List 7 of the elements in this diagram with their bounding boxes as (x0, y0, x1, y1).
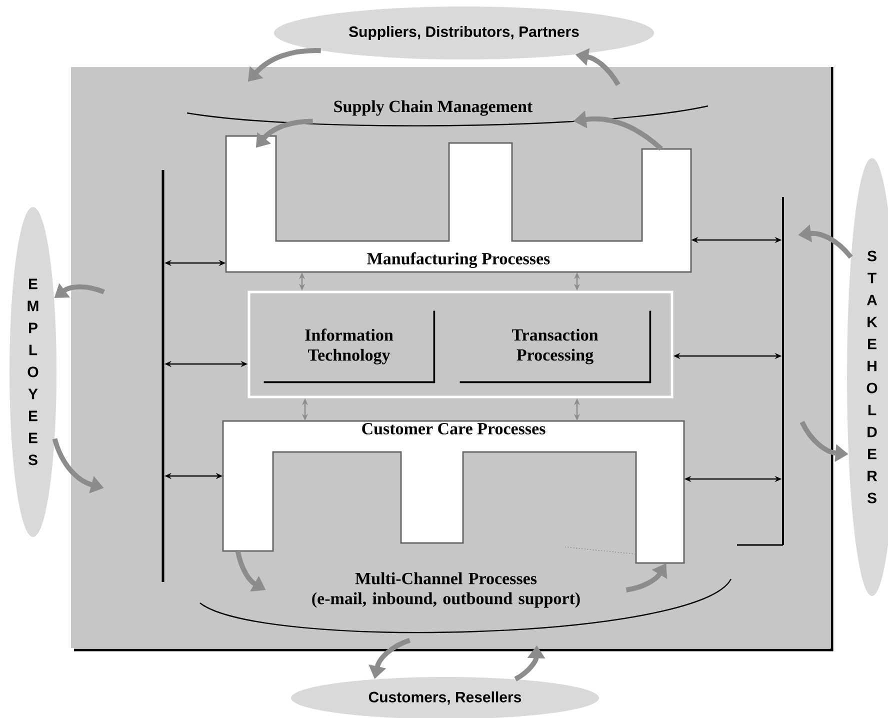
process-block: Manufacturing Processes (225, 135, 692, 273)
bracketed-box: Transaction Processing (460, 310, 652, 384)
bracket-line (737, 197, 784, 546)
process-block: Customer Care Processes (222, 420, 685, 564)
frame-box (248, 290, 674, 398)
curved-line-label: Multi-Channel Processes (e-mail, inbound, outbound support) (200, 565, 732, 634)
bracketed-box: Information Technology (264, 310, 436, 384)
